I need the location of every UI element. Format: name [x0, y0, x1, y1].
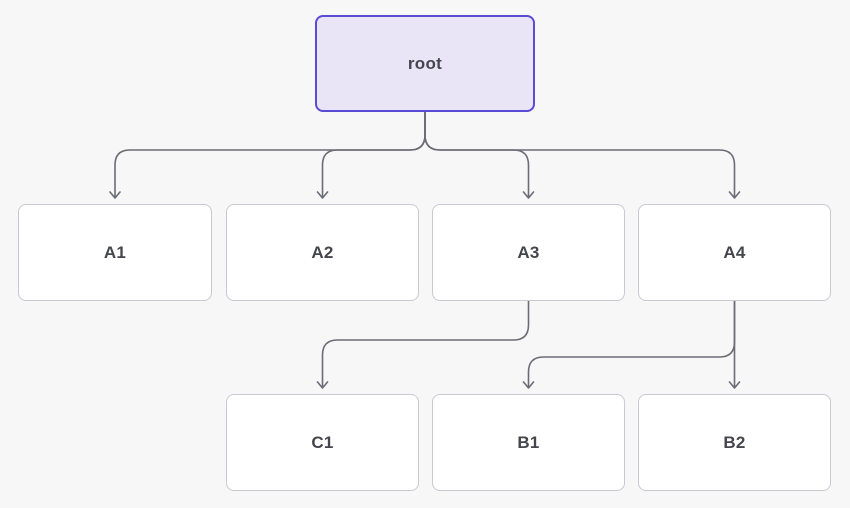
node-label: A1 [103, 242, 127, 262]
node-label: B2 [723, 432, 746, 452]
edge-A3-C1 [316, 300, 530, 389]
edge-root-A4 [424, 111, 741, 199]
edge-root-A3 [424, 111, 535, 199]
edge-root-A1 [109, 111, 426, 199]
node-B1[interactable]: B1 [432, 394, 625, 491]
node-label: A4 [723, 242, 746, 262]
node-label: root [407, 53, 443, 73]
edge-root-A2 [316, 111, 426, 199]
node-A1[interactable]: A1 [18, 204, 212, 301]
node-A3[interactable]: A3 [432, 204, 625, 301]
edge-A4-B1 [522, 300, 736, 389]
node-A2[interactable]: A2 [226, 204, 419, 301]
node-root[interactable]: root [315, 15, 535, 112]
node-label: B1 [517, 432, 540, 452]
node-label: C1 [311, 432, 334, 452]
node-C1[interactable]: C1 [226, 394, 419, 491]
node-label: A2 [311, 242, 334, 262]
node-B2[interactable]: B2 [638, 394, 831, 491]
edge-A4-B2 [728, 300, 741, 389]
node-label: A3 [517, 242, 540, 262]
node-A4[interactable]: A4 [638, 204, 831, 301]
